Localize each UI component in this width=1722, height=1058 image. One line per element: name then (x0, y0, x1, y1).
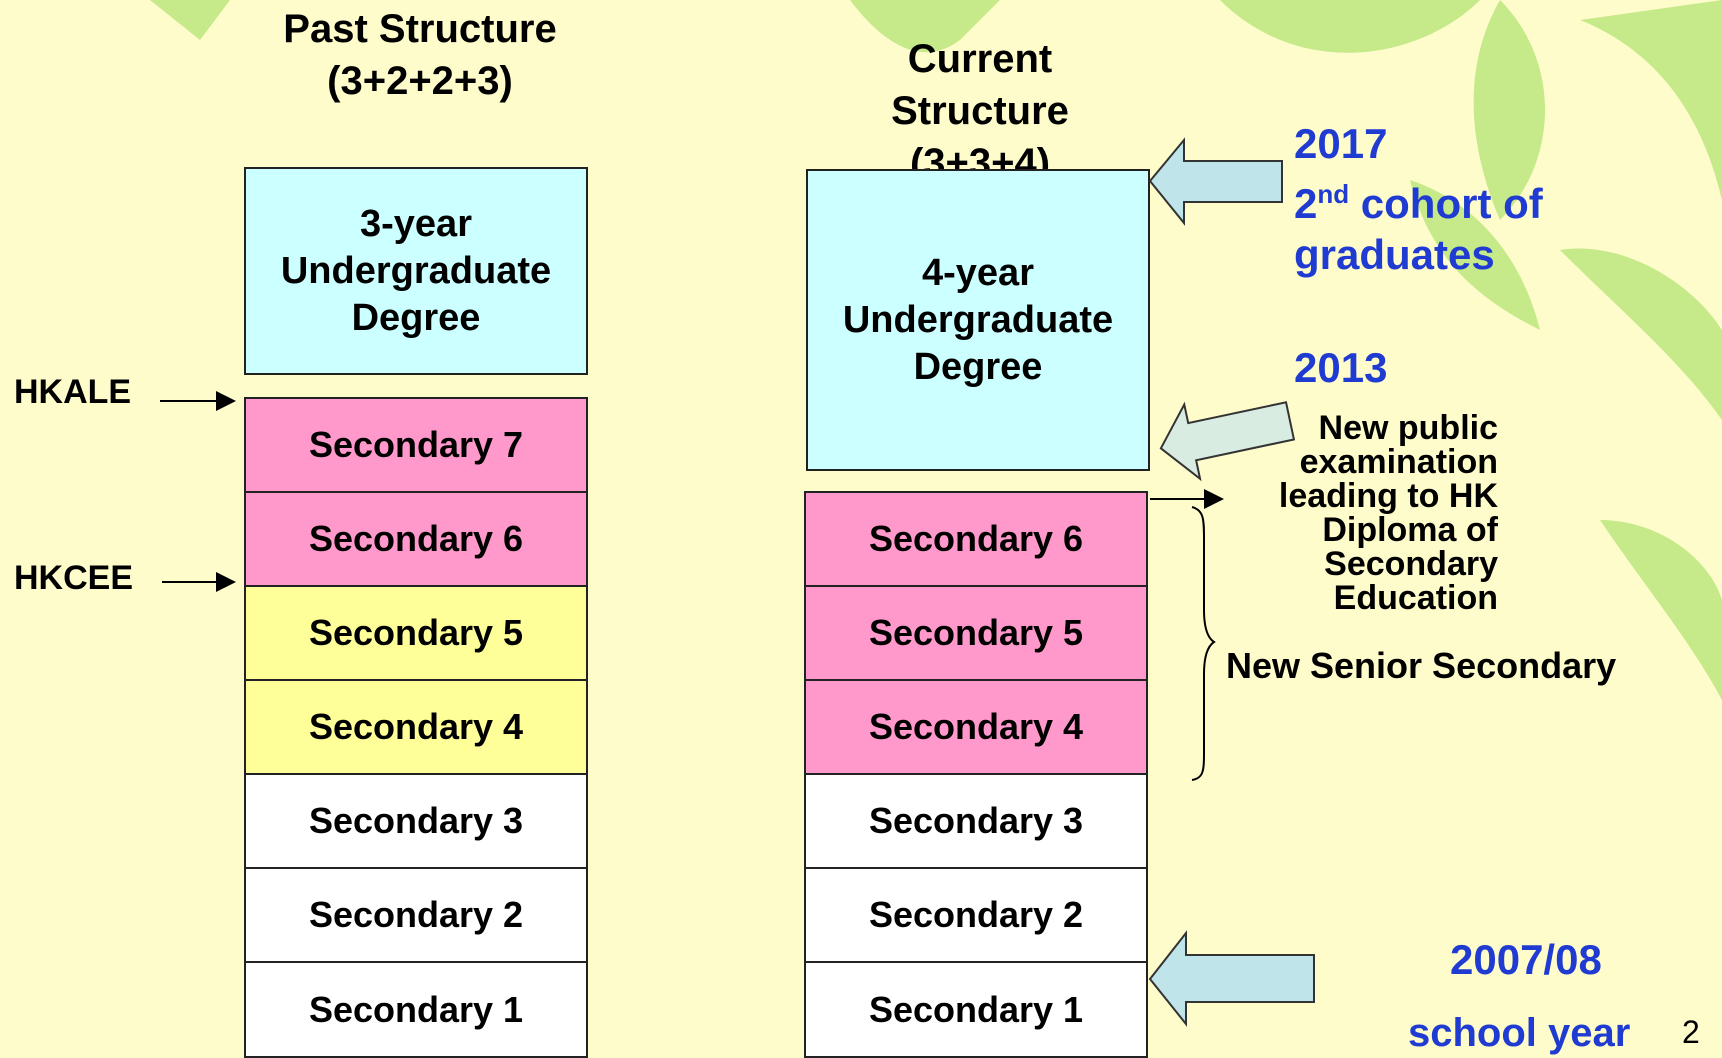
year-2013-label: 2013 (1294, 344, 1388, 391)
school-year-label: school year (1408, 1011, 1631, 1055)
current-degree-line: Degree (913, 345, 1043, 388)
past-secondary-2: Secondary 2 (244, 867, 588, 963)
current-secondary-3: Secondary 3 (804, 773, 1148, 869)
graduates-label: graduates (1294, 231, 1495, 278)
block-arrow-2017-icon (1148, 137, 1283, 226)
year-2007-label: 2007/08 (1450, 936, 1602, 983)
hkale-label: HKALE (14, 373, 132, 411)
past-title-formula: (3+2+2+3) (327, 59, 513, 103)
current-title-line: Current (907, 37, 1053, 81)
cohort-text: cohort of (1349, 180, 1543, 227)
current-degree-line: 4-year (922, 251, 1034, 294)
exam-note-line: Education (1333, 579, 1498, 617)
nss-brace-icon (1191, 506, 1216, 781)
past-degree-box: 3-year Undergraduate Degree (244, 167, 588, 375)
annotation-2017: 2017 2nd cohort of graduates (1294, 118, 1543, 280)
past-secondary-7: Secondary 7 (244, 397, 588, 493)
past-title-line: Past Structure (283, 7, 557, 51)
page-number: 2 (1682, 1014, 1700, 1050)
exam-note-line: Diploma of (1322, 511, 1498, 549)
current-secondary-5: Secondary 5 (804, 585, 1148, 681)
cohort-superscript: nd (1317, 179, 1350, 209)
current-secondary-6: Secondary 6 (804, 491, 1148, 587)
exam-note: New public examination leading to HK Dip… (1222, 411, 1498, 615)
past-degree-line: Undergraduate (280, 249, 552, 292)
exam-note-line: leading to HK (1278, 477, 1498, 515)
hkcee-label: HKCEE (14, 559, 134, 597)
cohort-number: 2 (1294, 180, 1318, 227)
past-structure-title: Past Structure (3+2+2+3) (250, 3, 590, 107)
exam-note-line: New public (1318, 409, 1498, 447)
block-arrow-2013-icon (1159, 401, 1296, 482)
nss-label: New Senior Secondary (1226, 645, 1617, 686)
past-secondary-4: Secondary 4 (244, 679, 588, 775)
current-secondary-1: Secondary 1 (804, 961, 1148, 1058)
cohort-label: 2nd cohort of (1294, 169, 1543, 229)
exam-note-line: Secondary (1324, 545, 1498, 583)
past-secondary-3: Secondary 3 (244, 773, 588, 869)
past-secondary-1: Secondary 1 (244, 961, 588, 1058)
current-degree-line: Undergraduate (842, 298, 1114, 341)
block-arrow-2007-icon (1148, 930, 1315, 1027)
past-degree-line: 3-year (360, 202, 472, 245)
past-degree-line: Degree (351, 296, 481, 339)
current-secondary-2: Secondary 2 (804, 867, 1148, 963)
current-degree-box: 4-year Undergraduate Degree (806, 169, 1150, 471)
year-2017-label: 2017 (1294, 120, 1388, 167)
past-secondary-5: Secondary 5 (244, 585, 588, 681)
exam-note-line: examination (1299, 443, 1498, 481)
current-title-line: Structure (891, 89, 1069, 133)
current-secondary-4: Secondary 4 (804, 679, 1148, 775)
